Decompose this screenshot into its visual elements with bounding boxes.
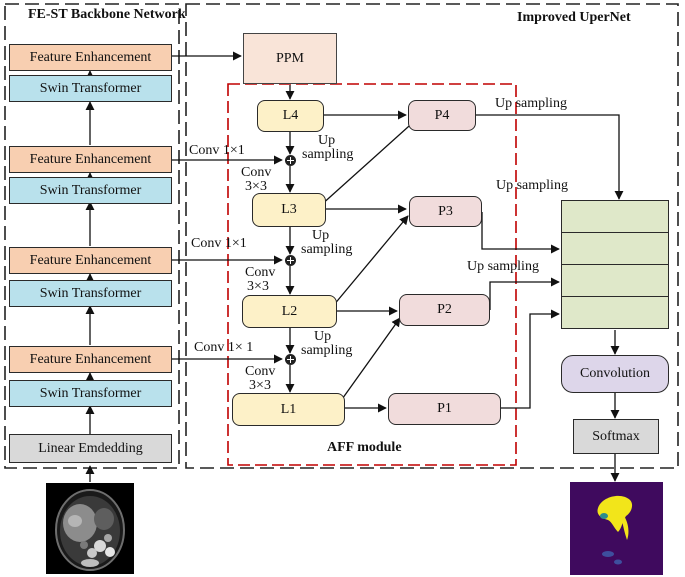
- conv1x1-label-1: Conv 1× 1: [194, 340, 254, 355]
- sampling-label-4: sampling: [302, 147, 354, 162]
- l4-block: L4: [257, 100, 324, 132]
- conv3x3-label-1: 3×3: [249, 378, 271, 393]
- ct-scan-image: [46, 483, 134, 574]
- p3-block: P3: [409, 196, 482, 227]
- edge-l3-to-p4: [319, 117, 419, 207]
- p2-block: P2: [399, 294, 490, 326]
- softmax-block: Softmax: [573, 419, 659, 454]
- convolution-block: Convolution: [561, 355, 669, 393]
- up-label-3: Up: [312, 228, 330, 243]
- swin-transformer-2: Swin Transformer: [9, 280, 172, 307]
- up-label-2: Up: [314, 329, 332, 344]
- conv-label-1: Conv: [245, 364, 276, 379]
- feature-enhancement-1: Feature Enhancement: [9, 346, 172, 373]
- l2-block: L2: [242, 295, 337, 328]
- swin-transformer-4: Swin Transformer: [9, 75, 172, 102]
- feature-enhancement-3: Feature Enhancement: [9, 146, 172, 173]
- conv-label-2: Conv: [245, 265, 276, 280]
- segmentation-mask-drawing: [597, 495, 633, 565]
- fusion-stack-row-1: [561, 200, 669, 233]
- conv-label-3: Conv: [241, 165, 272, 180]
- element-wise-add-icon: [285, 255, 296, 266]
- ppm-block: PPM: [243, 33, 337, 84]
- swin-transformer-3: Swin Transformer: [9, 177, 172, 204]
- backbone-title: FE-ST Backbone Network: [28, 7, 186, 22]
- l1-block: L1: [232, 393, 345, 426]
- edge-l2-to-p3: [332, 215, 409, 307]
- swin-transformer-1: Swin Transformer: [9, 380, 172, 407]
- feature-enhancement-4: Feature Enhancement: [9, 44, 172, 71]
- conv1x1-label-3: Conv 1×1: [189, 143, 245, 158]
- up-sampling-label-p2: Up sampling: [467, 259, 539, 274]
- up-sampling-label-p4: Up sampling: [495, 96, 567, 111]
- conv1x1-label-2: Conv 1×1: [191, 236, 247, 251]
- aff-module-title: AFF module: [327, 440, 402, 455]
- element-wise-add-icon: [285, 354, 296, 365]
- upernet-frame: [185, 3, 679, 469]
- aff-module-frame: [227, 83, 517, 466]
- element-wise-add-icon: [285, 155, 296, 166]
- fusion-stack-row-2: [561, 232, 669, 265]
- up-sampling-label-p3: Up sampling: [496, 178, 568, 193]
- upernet-title: Improved UperNet: [517, 10, 631, 25]
- linear-embedding: Linear Emdedding: [9, 434, 172, 463]
- ct-scan-drawing: [55, 489, 125, 571]
- up-label-4: Up: [318, 133, 336, 148]
- edge-p2-to-stack: [489, 277, 560, 310]
- conv3x3-label-3: 3×3: [245, 179, 267, 194]
- edge-p4-to-stack: [476, 114, 624, 200]
- fusion-stack-row-3: [561, 264, 669, 297]
- p1-block: P1: [388, 393, 501, 425]
- edge-l1-to-p2: [339, 317, 401, 403]
- conv3x3-label-2: 3×3: [247, 279, 269, 294]
- edge-p1-to-stack: [501, 309, 560, 409]
- segmentation-mask-image: [570, 482, 663, 575]
- sampling-label-3: sampling: [301, 242, 353, 257]
- sampling-label-2: sampling: [301, 343, 353, 358]
- fusion-stack-row-4: [561, 296, 669, 329]
- edge-p3-to-stack: [481, 212, 560, 254]
- l3-block: L3: [252, 193, 326, 227]
- p4-block: P4: [408, 100, 476, 131]
- feature-enhancement-2: Feature Enhancement: [9, 247, 172, 274]
